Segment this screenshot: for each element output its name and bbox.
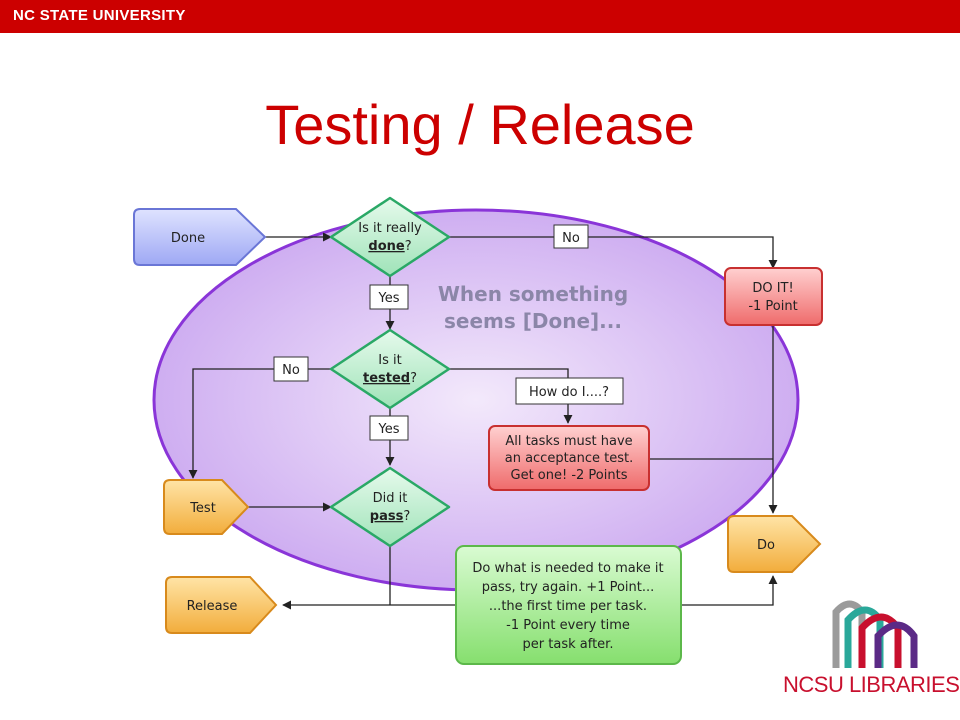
test-node: Test — [163, 479, 250, 535]
done-label: Done — [171, 231, 205, 246]
do-it-line1: DO IT! — [752, 281, 793, 296]
yes-1-text: Yes — [378, 291, 400, 306]
university-wordmark: NC STATE UNIVERSITY — [13, 7, 186, 24]
svg-text:pass?: pass? — [370, 509, 410, 524]
libraries-logo-text: NCSU LIBRARIES — [783, 672, 960, 697]
svg-text:tested?: tested? — [363, 371, 417, 386]
decision-really-done-line1: Is it really — [358, 221, 422, 236]
acceptance-line2: an acceptance test. — [505, 451, 634, 466]
no-label-box-top: No — [553, 224, 589, 249]
banner-line1: When something — [438, 282, 628, 306]
retry-line4: -1 Point every time — [506, 618, 630, 633]
do-it-line2: -1 Point — [748, 299, 797, 314]
decision-really-done: Is it really done? — [329, 196, 451, 278]
decision-tested: Is it tested? — [329, 328, 451, 410]
decision-pass-mark: ? — [403, 509, 410, 524]
do-node: Do — [727, 515, 822, 573]
header-bar: NC STATE UNIVERSITY — [0, 0, 960, 33]
yes-label-box-1: Yes — [369, 284, 409, 310]
release-node: Release — [165, 576, 278, 634]
release-label: Release — [187, 599, 238, 614]
how-do-i-text: How do I....? — [529, 385, 609, 400]
decision-pass-line1: Did it — [373, 491, 408, 506]
decision-tested-keyword: tested — [363, 371, 410, 386]
slide-title: Testing / Release — [265, 93, 695, 156]
acceptance-line1: All tasks must have — [505, 434, 632, 449]
decision-really-done-keyword: done — [368, 239, 404, 254]
no-left-text: No — [282, 363, 300, 378]
decision-pass-keyword: pass — [370, 509, 404, 524]
acceptance-test-node: All tasks must have an acceptance test. … — [488, 425, 650, 491]
do-it-node: DO IT! -1 Point — [724, 267, 823, 326]
acceptance-line3: Get one! -2 Points — [511, 468, 628, 483]
no-top-text: No — [562, 231, 580, 246]
yes-2-text: Yes — [378, 422, 400, 437]
decision-pass: Did it pass? — [329, 466, 451, 548]
decision-tested-line1: Is it — [378, 353, 401, 368]
how-do-i-box: How do I....? — [515, 377, 624, 405]
svg-text:done?: done? — [368, 239, 411, 254]
done-node: Done — [133, 208, 267, 266]
context-ellipse — [152, 208, 800, 592]
yes-label-box-2: Yes — [369, 415, 409, 441]
libraries-logo-icon — [832, 600, 918, 668]
retry-line2: pass, try again. +1 Point... — [482, 580, 655, 595]
banner-line2: seems [Done]... — [444, 309, 622, 333]
decision-really-done-mark: ? — [405, 239, 412, 254]
test-label: Test — [189, 501, 216, 516]
retry-line1: Do what is needed to make it — [472, 561, 663, 576]
decision-tested-mark: ? — [410, 371, 417, 386]
retry-line5: per task after. — [523, 637, 614, 652]
do-label: Do — [757, 538, 775, 553]
retry-line3: ...the first time per task. — [489, 599, 647, 614]
no-label-box-left: No — [273, 356, 309, 382]
retry-node: Do what is needed to make it pass, try a… — [455, 545, 682, 665]
